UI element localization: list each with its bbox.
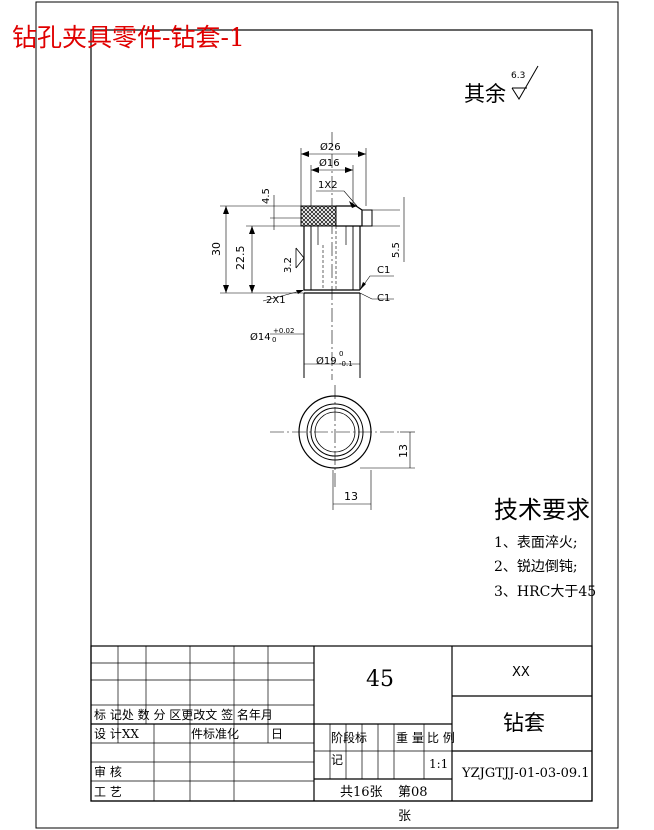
section-view [300,132,400,380]
tech-req-item-3: 3、HRC大于45 [494,584,596,600]
tb-sheet-no: 第08 [398,785,428,800]
tb-sheet-unit: 张 [398,809,411,824]
tb-process: 工 艺 [94,785,122,799]
tech-req-item-1: 1、表面淬火; [494,535,578,551]
roughness-symbol-icon [511,65,539,100]
tb-scale-label: 比 例 [427,731,455,745]
dim-chamfer-top: 1X2 [318,180,338,191]
tech-req-item-2: 2、锐边倒钝; [494,559,578,575]
dim-end-vertical: 13 [397,444,410,458]
roughness-other-label: 其余 [464,82,506,106]
page-title: 钻孔夹具零件-钻套-1 [12,23,245,52]
end-view-dimensions [332,431,415,510]
dim-flange-thickness: 4.5 [261,188,272,204]
tb-reviewer: 审 核 [94,764,122,779]
flange-knurl-left [300,205,337,227]
tb-drawing-number: YZJGTJJ-01-03-09.1 [461,766,590,781]
tb-standardization: 件标准化 [191,727,239,741]
title-block-grid [90,645,593,802]
dim-bore: Ø14 [250,331,271,343]
dim-outer-tol-lower: -0.1 [339,360,353,368]
outer-border [35,1,619,829]
tb-company: XX [512,665,530,680]
dim-outer-tol-upper: 0 [339,350,343,358]
tb-scale-value: 1:1 [429,757,448,771]
tb-material: 45 [366,667,394,692]
tb-part-name: 钻套 [503,711,545,735]
inner-border [90,29,593,802]
dim-bore-tol-upper: +0.02 [273,327,294,335]
dim-step: 5.5 [391,242,402,258]
dim-outer-19: Ø19 [316,355,337,367]
tb-weight: 重 量 [396,731,424,745]
dim-c1-a: C1 [377,265,390,276]
dim-total-length: 30 [210,242,223,256]
dimension-arrows [223,151,366,294]
tb-stage: 阶段标 [331,730,367,745]
dim-c1-b: C1 [377,293,390,304]
section-dimensions [220,148,405,365]
tb-designer: 设 计XX [94,727,139,741]
tech-req-title: 技术要求 [494,496,590,524]
dim-inner-16: Ø16 [319,157,340,169]
dim-end-horizontal: 13 [344,490,358,503]
tb-sheets: 共16张 [340,785,383,800]
tb-stage-2: 记 [331,753,343,767]
tb-date: 日 [271,727,283,741]
dim-bore-tol-lower: 0 [272,336,276,344]
dim-outer-flange: Ø26 [320,141,341,153]
end-view [270,385,400,490]
dim-body-length: 22.5 [234,246,247,271]
dim-chamfer-bottom: 2X1 [266,295,286,306]
dim-roughness: 3.2 [283,257,294,273]
tb-revision-header: 标 记处 数 分 区更改文 签 名年月 [94,707,273,722]
roughness-other-value: 6.3 [511,71,525,81]
roughness-3-2-icon [295,247,305,269]
